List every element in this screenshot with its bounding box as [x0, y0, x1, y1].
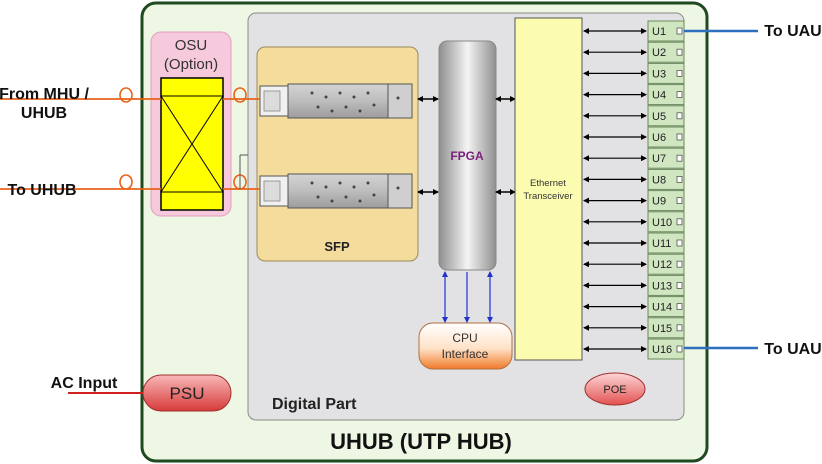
- sfp-box: [256, 46, 419, 262]
- rj45-jack-icon: [676, 48, 683, 56]
- fiber-to-uhub: [0, 174, 260, 190]
- label-from-mhu-line2: UHUB: [21, 105, 67, 122]
- digital-part-label: Digital Part: [272, 396, 357, 413]
- rj45-jack-icon: [676, 27, 683, 35]
- label-to-uau-bottom: To UAU: [764, 341, 821, 358]
- utp-port: [647, 126, 685, 148]
- utp-port-label: U12: [652, 259, 672, 271]
- utp-port-label: U3: [652, 68, 666, 80]
- rj45-jack-icon: [676, 324, 683, 332]
- label-ac-input: AC Input: [51, 375, 118, 392]
- utp-port-label: U6: [652, 132, 666, 144]
- cpu-interface: [418, 322, 513, 370]
- utp-port-label: U9: [652, 196, 666, 208]
- cpu-label-line1: CPU: [452, 331, 477, 345]
- sfp-module-2: [259, 173, 413, 209]
- utp-port: [647, 274, 685, 296]
- utp-port: [647, 41, 685, 63]
- psu-label: PSU: [170, 384, 205, 403]
- utp-port: [647, 147, 685, 169]
- utp-port-label: U13: [652, 280, 672, 292]
- rj45-jack-icon: [676, 133, 683, 141]
- rj45-jack-icon: [676, 70, 683, 77]
- rj45-jack-icon: [676, 91, 683, 98]
- utp-port-label: U15: [652, 323, 672, 335]
- utp-port: [647, 232, 685, 254]
- sfp-module-1: [259, 83, 413, 119]
- utp-port-label: U1: [652, 26, 666, 38]
- ethernet-transceiver: [514, 17, 583, 361]
- label-to-uau-top: To UAU: [764, 23, 821, 40]
- osu-title-line2: (Option): [164, 56, 218, 73]
- sfp-label: SFP: [324, 239, 350, 254]
- osu-splitter-cross: [160, 95, 224, 193]
- utp-port-label: U5: [652, 111, 666, 123]
- utp-port-label: U16: [652, 344, 672, 356]
- ethernet-label-line2: Transceiver: [523, 191, 572, 202]
- rj45-jack-icon: [676, 281, 683, 289]
- utp-port-label: U11: [652, 238, 671, 250]
- utp-port-label: U4: [652, 90, 666, 102]
- ethernet-label-line1: Ethernet: [530, 178, 566, 189]
- utp-port: [647, 211, 685, 233]
- rj45-jack-icon: [676, 239, 683, 247]
- rj45-jack-icon: [676, 345, 683, 353]
- osu-splitter: [160, 77, 224, 211]
- utp-port: [647, 168, 685, 190]
- label-from-mhu-line1: From MHU /: [0, 86, 89, 103]
- utp-port: [647, 105, 685, 127]
- rj45-jack-icon: [676, 112, 683, 120]
- utp-port-label: U14: [652, 302, 672, 314]
- uhub-title: UHUB (UTP HUB): [330, 429, 512, 454]
- utp-port-label: U7: [652, 153, 666, 165]
- utp-port: [647, 62, 685, 84]
- rj45-jack-icon: [676, 303, 683, 311]
- utp-port: [647, 296, 685, 318]
- rj45-jack-icon: [676, 175, 683, 183]
- rj45-jack-icon: [676, 197, 683, 205]
- osu-title-line1: OSU: [175, 37, 208, 54]
- rj45-jack-icon: [676, 218, 683, 226]
- utp-port-label: U10: [652, 217, 672, 229]
- utp-port-label: U8: [652, 174, 666, 186]
- rj45-jack-icon: [676, 260, 683, 268]
- poe-module: [584, 372, 646, 406]
- fiber-from-mhu: [0, 87, 260, 103]
- fpga-chip: [438, 40, 497, 271]
- fpga-label: FPGA: [450, 149, 484, 163]
- utp-port-label: U2: [652, 47, 666, 59]
- cpu-label-line2: Interface: [442, 347, 489, 361]
- utp-port: [647, 253, 685, 275]
- utp-port: [647, 317, 685, 339]
- utp-port: [647, 190, 685, 212]
- poe-label: POE: [603, 384, 626, 396]
- utp-port: [647, 84, 685, 106]
- label-to-uhub: To UHUB: [7, 182, 76, 199]
- rj45-jack-icon: [676, 154, 683, 162]
